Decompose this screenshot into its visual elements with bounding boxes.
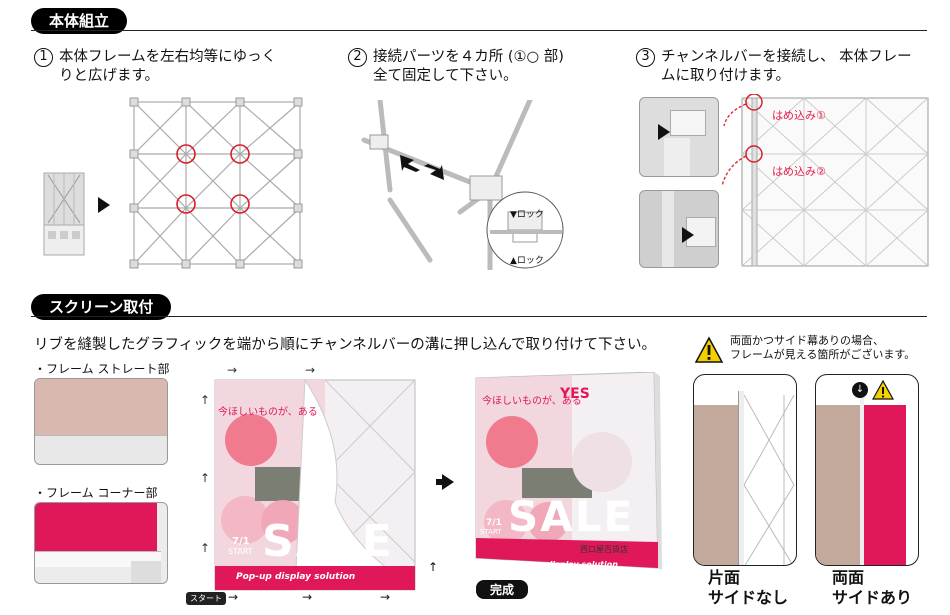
section-title-assembly: 本体組立 [31,8,128,34]
svg-text:↑: ↑ [200,471,210,485]
section-title-screen: スクリーン取付 [31,294,172,320]
graphic-date: 7/1 [232,536,250,547]
arrow-right-icon [98,197,110,213]
warning-icon [694,336,724,363]
graphic-headline: 今ほしいものが、ある [218,407,318,418]
fit-label-1: はめ込み① [772,109,826,122]
down-arrow-icon: ↓ [852,382,868,398]
arrow-right-icon: → [380,590,391,604]
lock-top-label: ▼ロック [510,210,544,220]
completed-yes: YES [560,386,590,402]
completed-sale: SALE [508,492,635,541]
fit-label-2: はめ込み② [772,165,826,178]
step3-number: 3 [636,48,655,67]
start-badge: スタート [186,592,226,605]
completed-brand: 西口屋百貨店 [580,545,628,554]
arrow-right-icon: → [302,590,313,604]
single-sided-image [693,374,797,566]
double-sided-label: 両面 サイドあり [832,568,913,607]
completed-headline: 今ほしいものが、ある [482,396,582,407]
single-sided-label: 片面 サイドなし [708,568,789,607]
install-progress-image: → → ↑ ↑ ↑ [200,363,416,591]
svg-text:↑: ↑ [200,541,210,555]
arrow-right-icon: → [228,590,239,604]
arrow-right-icon [442,474,454,490]
channel-bar-closeup-top [639,97,719,177]
arrow-right-icon [682,227,694,243]
folded-frame-image [43,172,85,256]
corner-part-label: ・フレーム コーナー部 [34,486,158,500]
section-divider [31,30,927,31]
expanded-frame-diagram [129,97,303,269]
completed-footer: Pop-up display solution [512,560,618,569]
graphic-start: START [228,547,253,556]
svg-text:→: → [305,363,315,377]
step2-number: 2 [348,48,367,67]
step1-number: 1 [34,48,53,67]
straight-part-label: ・フレーム ストレート部 [34,362,170,376]
warning-text: 両面かつサイド幕ありの場合、 フレームが見える箇所がございます。 [730,334,916,361]
double-sided-image [815,374,919,566]
arrow-right-icon [658,124,670,140]
warning-icon [872,380,894,400]
svg-text:→: → [227,363,237,377]
completed-date: 7/1 [486,518,502,528]
lock-bottom-label: ▲ロック [510,256,544,266]
up-arrow-icon: ↑ [428,560,439,574]
graphic-footer: Pop-up display solution [236,572,356,582]
channel-bar-closeup-bottom [639,190,719,268]
section-divider-2 [31,316,927,317]
svg-text:↑: ↑ [200,393,210,407]
down-arrow-icon: ▼ [510,210,517,220]
connector-diagram [361,100,564,270]
corner-part-image [34,502,168,584]
completed-display-image [475,372,662,570]
screen-instruction: リブを縫製したグラフィックを端から順にチャンネルバーの溝に押し込んで取り付けて下… [34,337,657,353]
graphic-sale: SALE [262,516,394,567]
completed-start: START [480,528,502,536]
up-arrow-icon: ▲ [510,256,517,266]
straight-part-image [34,378,168,465]
frame-with-channel-bar [722,94,929,267]
complete-badge: 完成 [476,580,529,599]
